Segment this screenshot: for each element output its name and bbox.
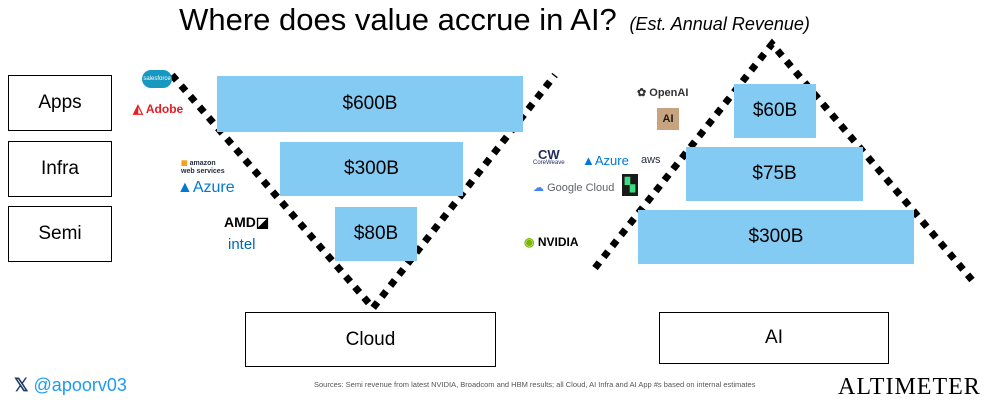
azure-icon: ▲ — [177, 179, 193, 196]
salesforce-logo: salesforce — [142, 70, 172, 88]
title-subtitle: (Est. Annual Revenue) — [629, 14, 810, 34]
adobe-logo: ◭ Adobe — [133, 101, 183, 117]
openai-logo: ✿ OpenAI — [637, 86, 688, 99]
openai-icon: ✿ — [637, 87, 647, 99]
google-cloud-icon: ☁ — [533, 182, 544, 194]
ai-bar-apps: $60B — [734, 84, 816, 138]
ai-bar-infra: $75B — [686, 147, 863, 201]
amd-arrow-icon: ◪ — [255, 214, 270, 230]
nvidia-logo: ◉ NVIDIA — [524, 235, 579, 249]
aws-logo-cloud: ▦ amazon web services — [181, 160, 227, 176]
aws-logo-ai: aws — [641, 154, 661, 166]
anthropic-logo: AI — [657, 108, 679, 130]
amd-logo-text: AMD — [224, 214, 256, 230]
handle-text: @apoorv03 — [33, 375, 127, 395]
adobe-logo-text: Adobe — [145, 102, 184, 116]
openai-logo-text: OpenAI — [649, 87, 689, 99]
x-logo-icon: 𝕏 — [14, 375, 29, 395]
coreweave-logo-text: CoreWeave — [533, 160, 565, 166]
cloud-bar-infra: $300B — [280, 142, 463, 196]
layer-label-semi: Semi — [8, 206, 112, 262]
sources-note: Sources: Semi revenue from latest NVIDIA… — [314, 380, 756, 389]
aws-logo-text: amazon web services — [181, 160, 225, 175]
category-cloud: Cloud — [245, 312, 496, 367]
cloud-bar-semi: $80B — [335, 207, 417, 261]
amd-logo: AMD◪ — [224, 214, 269, 231]
altimeter-logo: ALTIMETER — [838, 374, 981, 400]
azure-logo-ai: ▲Azure — [582, 153, 629, 168]
coreweave-icon: CW — [537, 147, 560, 162]
nvidia-eye-icon: ◉ — [524, 235, 535, 249]
layer-label-infra: Infra — [8, 141, 112, 197]
ai-dotted-inverted-v — [592, 38, 975, 283]
azure-icon-ai: ▲ — [582, 153, 595, 168]
page-title: Where does value accrue in AI? (Est. Ann… — [0, 2, 989, 38]
azure-logo-text: Azure — [192, 179, 235, 196]
adobe-icon: ◭ — [133, 101, 143, 116]
azure-logo-cloud: ▲Azure — [177, 179, 235, 197]
aws-grid-icon: ▦ — [181, 160, 188, 167]
ai-bar-semi: $300B — [638, 210, 914, 264]
nvidia-logo-text: NVIDIA — [537, 235, 579, 249]
twitter-handle[interactable]: 𝕏 @apoorv03 — [14, 375, 127, 396]
lambda-logo-icon: ▚ — [622, 174, 638, 196]
layer-label-apps: Apps — [8, 75, 112, 131]
cloud-bar-apps: $600B — [217, 76, 523, 132]
azure-logo-ai-text: Azure — [594, 153, 629, 168]
title-main: Where does value accrue in AI? — [179, 2, 617, 37]
google-cloud-logo: ☁ Google Cloud — [533, 181, 614, 194]
google-cloud-logo-text: Google Cloud — [547, 182, 615, 194]
category-ai: AI — [659, 312, 889, 364]
cloud-dotted-v — [169, 72, 558, 314]
intel-logo: intel — [228, 236, 256, 253]
